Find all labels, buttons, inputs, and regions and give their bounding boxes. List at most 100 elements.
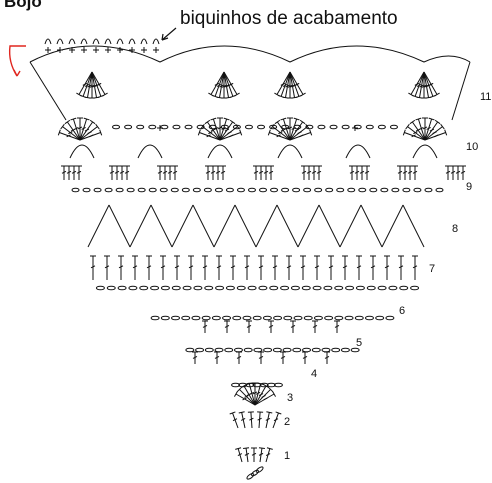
double-crochet-bar: [413, 131, 418, 135]
chain-stitch: [341, 124, 350, 130]
double-crochet-bar: [232, 418, 238, 422]
double-crochet-stitch: [223, 71, 230, 98]
double-crochet-top: [234, 391, 238, 397]
double-crochet-bar: [280, 355, 286, 359]
double-crochet-bar: [432, 131, 437, 135]
double-crochet-bar: [265, 417, 271, 421]
double-crochet-bar: [402, 170, 408, 174]
double-crochet-stitch: [91, 71, 98, 98]
chain-stitch: [334, 285, 344, 291]
chain-arch: [277, 144, 303, 159]
chain-stitch: [112, 124, 121, 130]
chain-stitch: [208, 124, 217, 130]
double-crochet-bar: [419, 127, 424, 130]
chain-arc: [402, 204, 425, 248]
double-crochet-stitch: [219, 121, 234, 141]
double-crochet-bar: [312, 324, 318, 328]
chain-stitch: [305, 124, 314, 130]
double-crochet-bar: [230, 265, 236, 269]
double-crochet-stitch: [212, 118, 221, 141]
double-crochet-top: [440, 123, 445, 130]
double-crochet-stitch: [280, 71, 291, 97]
double-crochet-top: [293, 117, 300, 121]
double-crochet-stitch: [202, 126, 221, 141]
double-crochet-stitch: [250, 412, 253, 429]
chain-stitch: [220, 124, 229, 130]
chain-stitch: [204, 347, 214, 353]
double-crochet-bar: [214, 355, 220, 359]
double-crochet-bar: [244, 265, 250, 269]
double-crochet-bar: [249, 391, 255, 395]
double-crochet-bar: [90, 265, 96, 269]
double-crochet-bar: [224, 324, 230, 328]
double-crochet-top: [434, 119, 441, 125]
chain-stitch: [172, 124, 181, 130]
double-crochet-stitch: [66, 121, 81, 141]
double-crochet-stitch: [210, 71, 225, 95]
double-crochet-top: [238, 411, 245, 414]
double-crochet-bar: [253, 170, 259, 174]
chain-stitch: [323, 285, 333, 291]
double-crochet-bar: [412, 265, 418, 269]
double-crochet-bar: [294, 128, 300, 132]
double-crochet-bar: [278, 131, 283, 135]
double-crochet-bar: [237, 453, 243, 457]
double-crochet-top: [200, 123, 205, 130]
double-crochet-bar: [255, 391, 261, 395]
double-crochet-bar: [460, 170, 466, 174]
chain-stitch: [302, 347, 312, 353]
chain-stitch: [301, 285, 311, 291]
picot-stitch: [128, 38, 136, 45]
chain-stitch: [350, 347, 360, 353]
double-crochet-bar: [398, 265, 404, 269]
chain-stitch: [224, 347, 234, 353]
double-crochet-bar: [244, 394, 249, 398]
chain-stitch: [252, 315, 262, 321]
row-label-9: 9: [466, 181, 473, 193]
double-crochet-bar: [251, 452, 257, 456]
double-crochet-bar: [290, 324, 296, 328]
double-crochet-top: [95, 123, 100, 130]
double-crochet-bar: [455, 170, 461, 174]
double-crochet-stitch: [91, 71, 102, 97]
chain-stitch: [399, 285, 409, 291]
double-crochet-bar: [287, 84, 293, 88]
double-crochet-bar: [119, 170, 125, 174]
picot-annotation-label: biquinhos de acabamento: [180, 8, 398, 29]
double-crochet-bar: [282, 83, 288, 87]
chain-stitch: [369, 187, 378, 193]
double-crochet-stitch: [410, 71, 425, 95]
turn-arrow-icon: [8, 45, 26, 77]
double-crochet-bar: [236, 355, 242, 359]
double-crochet-top: [275, 411, 282, 415]
chain-arch: [69, 144, 95, 159]
double-crochet-stitch: [289, 71, 296, 98]
double-crochet-top: [428, 117, 435, 121]
double-crochet-bar: [174, 265, 180, 269]
chain-stitch: [377, 285, 387, 291]
double-crochet-bar: [434, 134, 439, 138]
double-crochet-top: [402, 129, 406, 136]
chain-stitch: [314, 187, 323, 193]
side-edge: [29, 61, 67, 121]
chain-stitch: [281, 124, 290, 130]
double-crochet-stitch: [62, 126, 81, 141]
chain-stitch: [203, 187, 212, 193]
double-crochet-bar: [291, 127, 296, 130]
double-crochet-top: [243, 447, 250, 450]
double-crochet-bar: [109, 170, 115, 174]
double-crochet-stitch: [424, 118, 433, 141]
chain-stitch: [334, 315, 344, 321]
chain-stitch: [272, 347, 282, 353]
double-crochet-bar: [216, 83, 222, 87]
double-crochet-bar: [87, 131, 92, 135]
chain-stitch: [243, 347, 253, 353]
chain-stitch: [344, 315, 354, 321]
double-crochet-stitch: [72, 118, 81, 141]
chain-stitch: [106, 285, 116, 291]
double-crochet-stitch: [199, 132, 221, 141]
double-crochet-bar: [426, 127, 431, 130]
double-crochet-top: [274, 119, 281, 125]
chain-stitch: [263, 347, 273, 353]
chain-stitch: [380, 187, 389, 193]
